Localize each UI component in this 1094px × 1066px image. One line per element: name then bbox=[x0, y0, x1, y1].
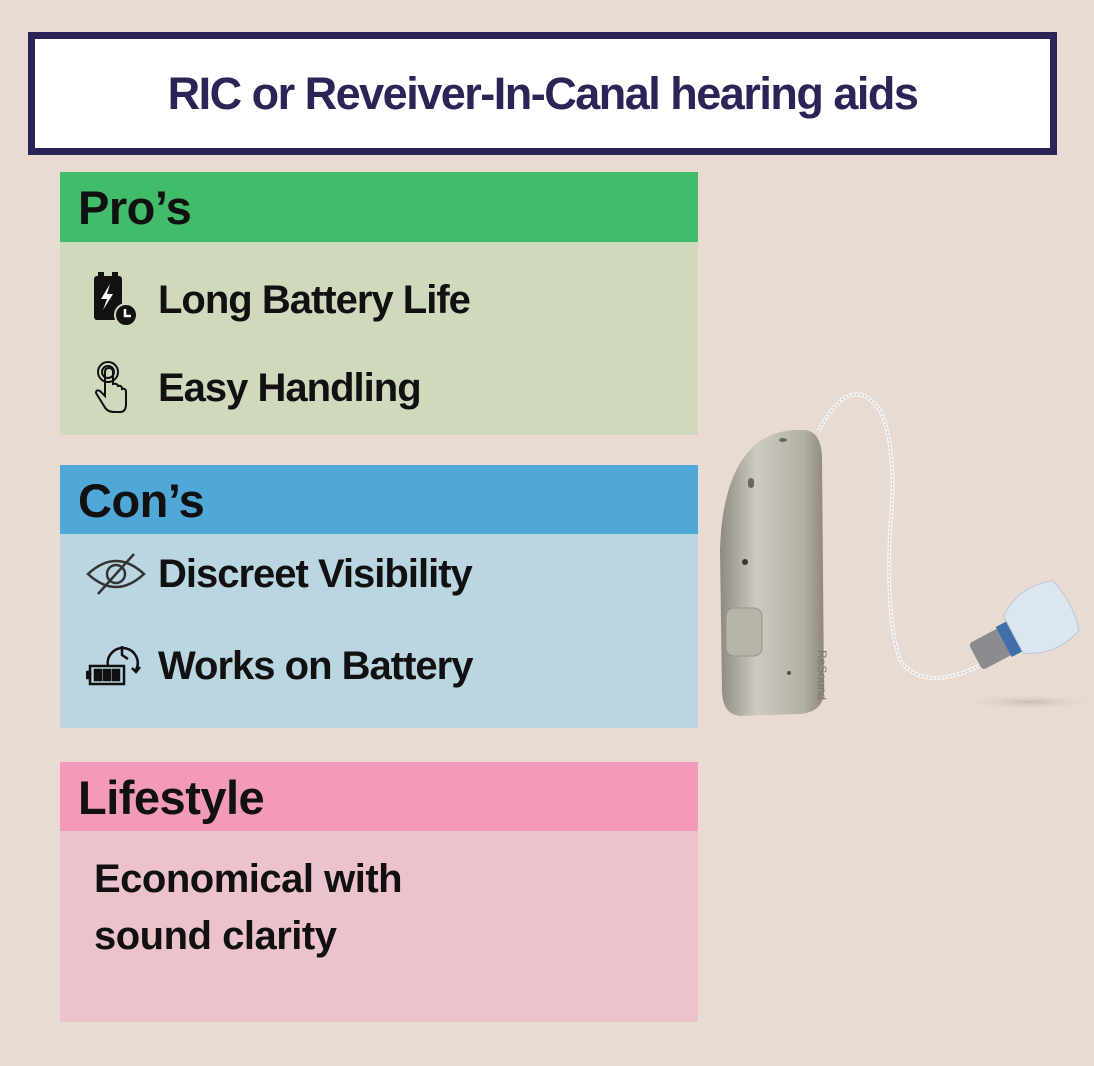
pros-header: Pro’s bbox=[60, 172, 698, 242]
cons-header: Con’s bbox=[60, 465, 698, 535]
lifestyle-line: Economical with bbox=[94, 857, 403, 901]
pros-item-label: Easy Handling bbox=[158, 365, 422, 410]
title-banner: RIC or Reveiver-In-Canal hearing aids bbox=[28, 32, 1057, 155]
cons-item: Works on Battery bbox=[60, 636, 473, 696]
lifestyle-text: Economical with sound clarity bbox=[94, 851, 403, 965]
lifestyle-header: Lifestyle bbox=[60, 762, 698, 832]
touch-hand-icon bbox=[86, 358, 146, 418]
pros-section: Long Battery Life Easy Handling bbox=[60, 242, 698, 435]
pros-item-label: Long Battery Life bbox=[158, 277, 471, 322]
lifestyle-section: Economical with sound clarity bbox=[60, 831, 698, 1022]
pros-item: Long Battery Life bbox=[60, 270, 471, 330]
cons-item-label: Discreet Visibility bbox=[158, 551, 473, 596]
lifestyle-line: sound clarity bbox=[94, 914, 337, 958]
pros-item: Easy Handling bbox=[60, 358, 422, 418]
battery-timer-icon bbox=[86, 636, 146, 696]
battery-clock-icon bbox=[86, 270, 146, 330]
brand-text: ReSound bbox=[815, 650, 829, 700]
eye-off-icon bbox=[86, 544, 146, 604]
cons-item-label: Works on Battery bbox=[158, 643, 473, 688]
hearing-aid-image: ReSound bbox=[720, 392, 1094, 716]
cons-section: Discreet Visibility Works on Battery bbox=[60, 534, 698, 728]
cons-item: Discreet Visibility bbox=[60, 544, 473, 604]
page-title: RIC or Reveiver-In-Canal hearing aids bbox=[167, 67, 919, 119]
